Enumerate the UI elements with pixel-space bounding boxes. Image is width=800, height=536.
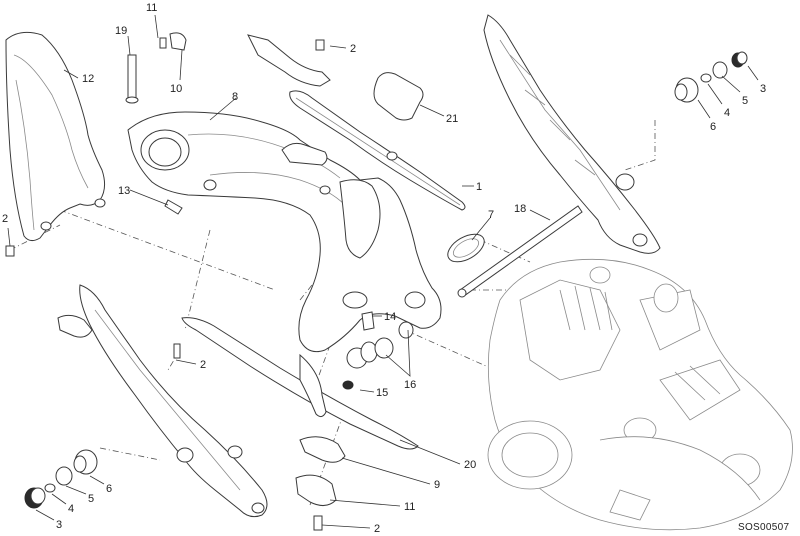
callout-16: 15 <box>376 387 388 399</box>
callout-4-left: 4 <box>68 503 74 515</box>
callout-6-right: 6 <box>710 121 716 133</box>
callout-3-left: 3 <box>56 519 62 531</box>
callout-5-right: 5 <box>742 95 748 107</box>
chain-slider <box>289 90 466 211</box>
callout-2-mid: 2 <box>200 359 206 371</box>
left-fastener-stack <box>24 449 98 509</box>
callout-5-left: 5 <box>88 493 94 505</box>
callout-17: 16 <box>404 379 416 391</box>
pivot-shaft <box>457 205 583 298</box>
leader-lines <box>7 14 759 529</box>
callout-1: 1 <box>476 181 482 193</box>
callout-15: 14 <box>384 311 396 323</box>
reference-code: SOS00507 <box>738 522 789 533</box>
callout-18: 18 <box>514 203 526 215</box>
callout-2-bottom: 2 <box>374 523 380 535</box>
callout-12: 11 <box>146 2 157 14</box>
chain-guard-bracket <box>247 34 331 87</box>
callout-13: 12 <box>82 73 94 85</box>
small-bracket-9 <box>299 436 346 463</box>
callout-10: 11 <box>404 501 415 513</box>
small-bracket-10 <box>295 474 337 506</box>
engine <box>487 258 793 531</box>
callout-6-left: 6 <box>106 483 112 495</box>
callout-4-right: 4 <box>724 107 730 119</box>
callout-20: 20 <box>464 459 476 471</box>
callout-21: 21 <box>446 113 458 125</box>
lower-chain-guide <box>181 317 419 450</box>
swing-arm <box>127 111 442 353</box>
left-footrest-bracket <box>57 284 268 518</box>
callout-7: 7 <box>488 209 494 221</box>
callout-9: 9 <box>434 479 440 491</box>
callout-2-top: 2 <box>350 43 356 55</box>
right-footrest-bracket <box>483 14 661 254</box>
callout-8: 8 <box>232 91 238 103</box>
right-fastener-stack <box>674 51 748 103</box>
gasket-7 <box>447 233 485 263</box>
plate-21 <box>373 72 424 121</box>
callout-19: 19 <box>115 25 127 37</box>
callout-11: 10 <box>170 83 182 95</box>
callout-3-right: 3 <box>760 83 766 95</box>
callout-14: 13 <box>118 185 130 197</box>
bushing-16 <box>342 341 378 390</box>
bolts <box>5 32 375 531</box>
callout-2-left: 2 <box>2 213 8 225</box>
callout-labels: 12 19 11 10 8 2 21 1 7 18 13 2 2 14 15 1… <box>2 2 789 535</box>
rear-hugger <box>5 31 106 242</box>
washers-17 <box>374 321 414 359</box>
